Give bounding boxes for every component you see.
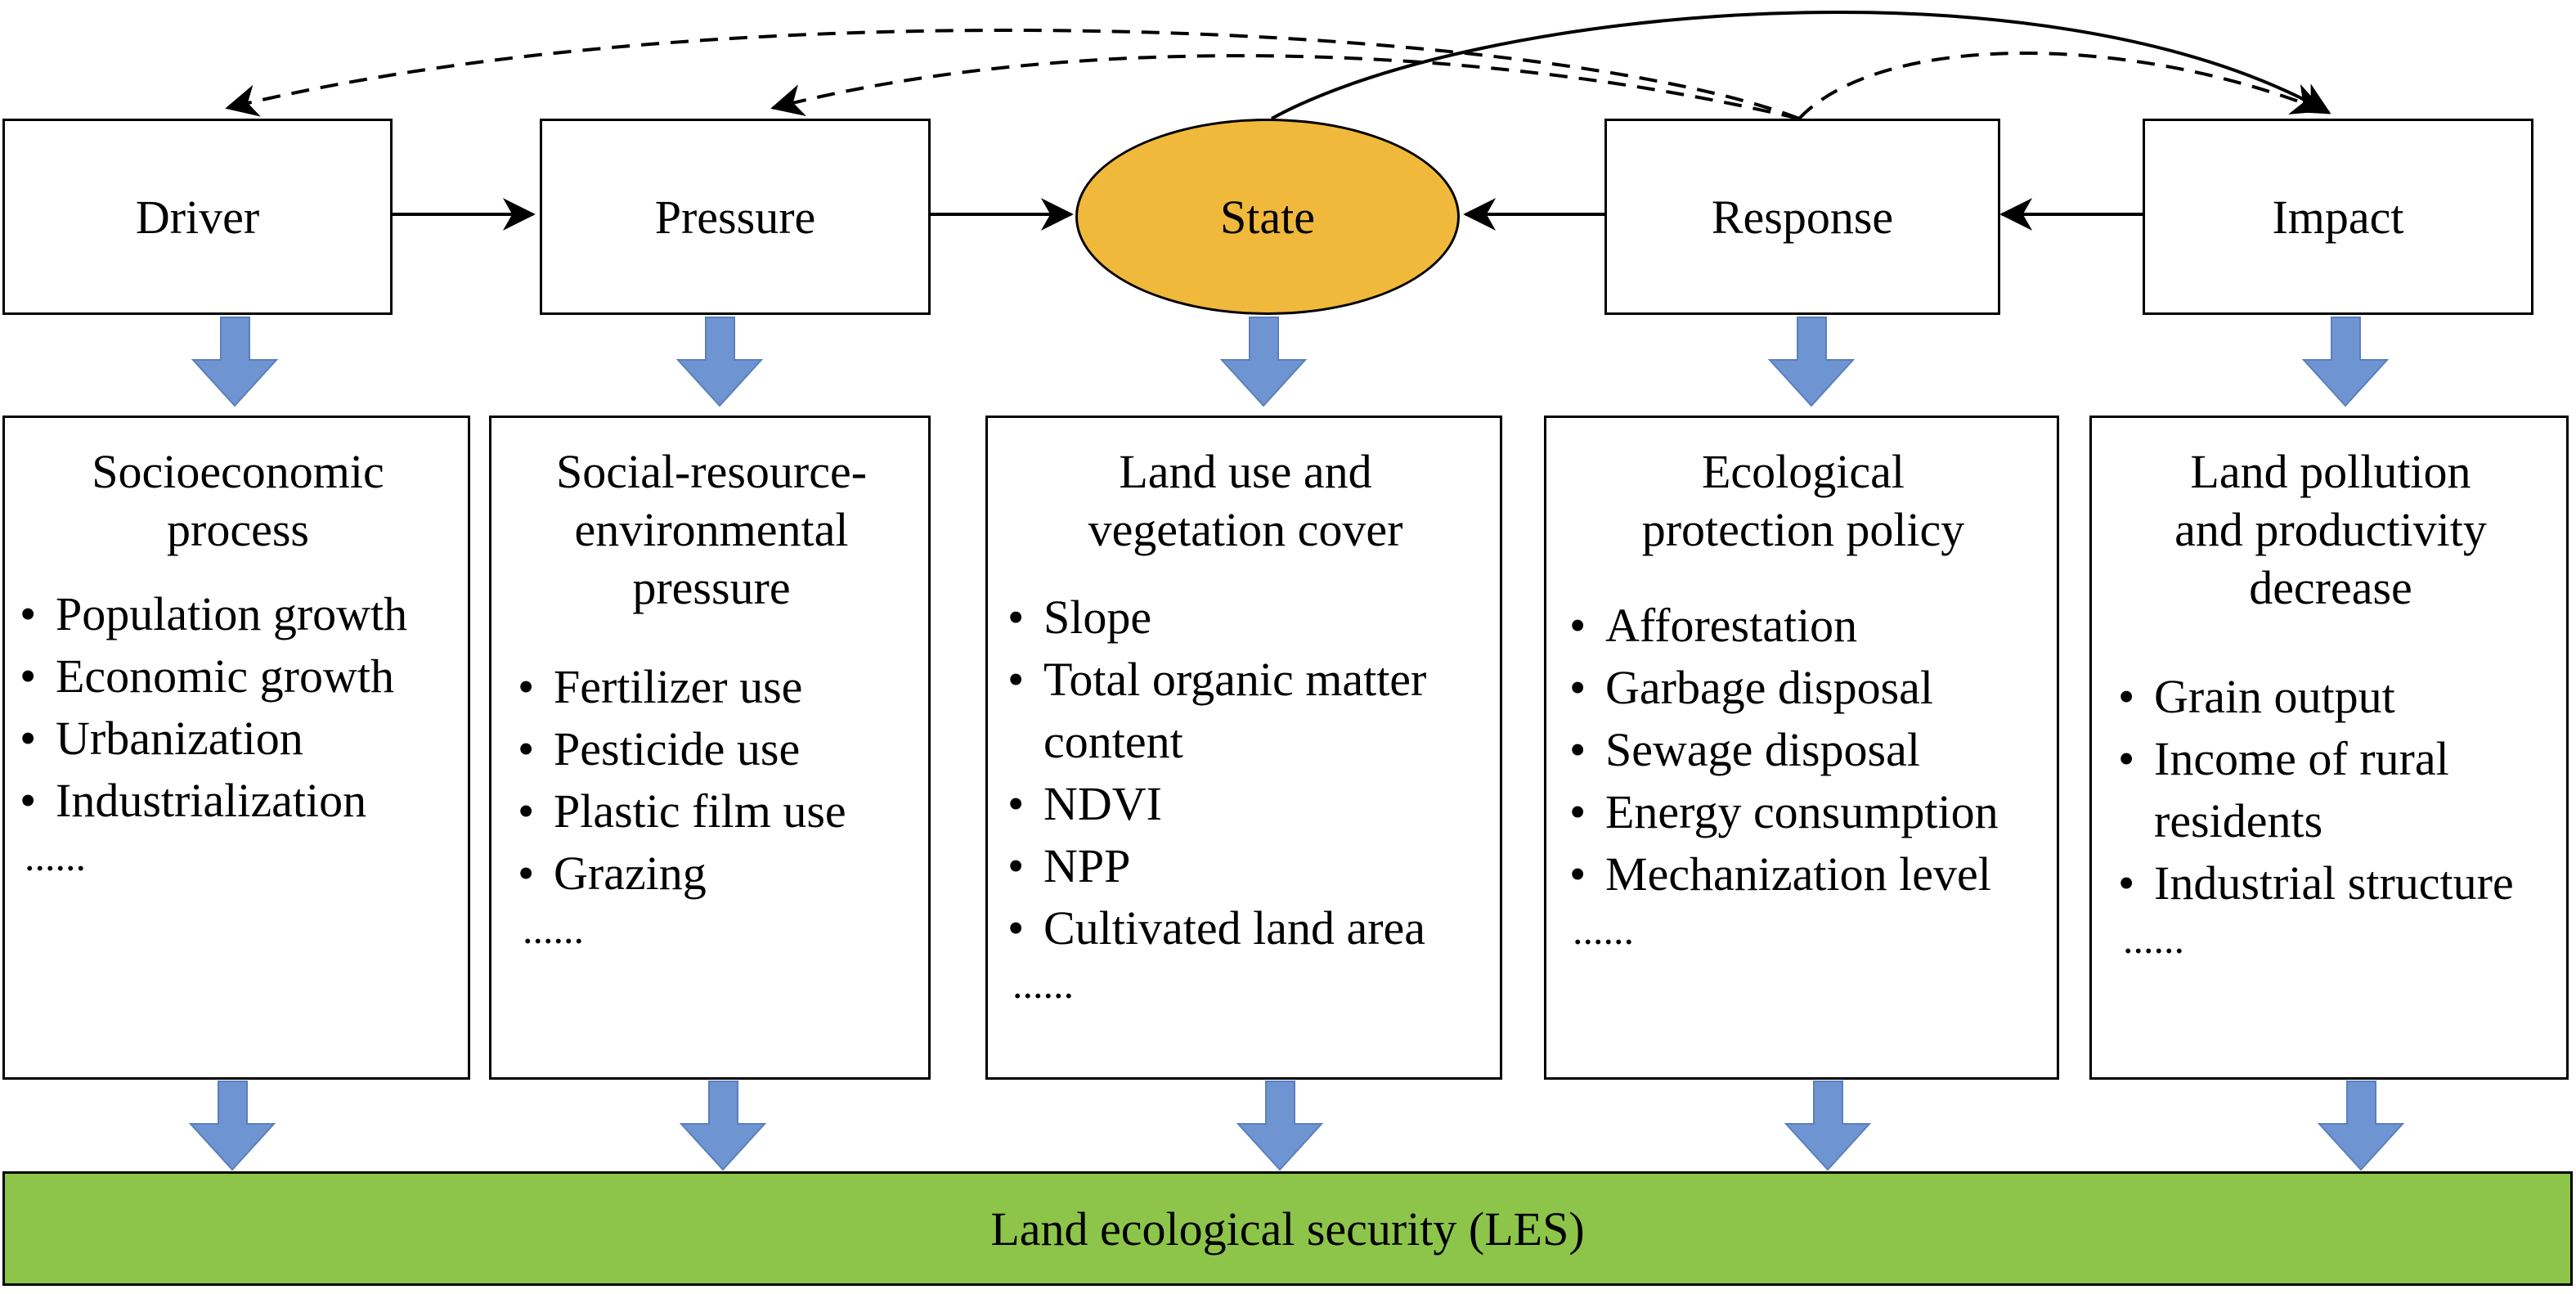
indicator-list: Afforestation Garbage disposal Sewage di… xyxy=(1558,595,2049,905)
panel-title-line: Social-resource- xyxy=(555,445,868,498)
down-arrow-state xyxy=(1219,317,1308,407)
list-item: Mechanization level xyxy=(1566,843,2049,905)
list-item: Cultivated land area xyxy=(1004,897,1492,959)
panel-title-line: Ecological xyxy=(1701,445,1905,498)
indicator-list: Slope Total organic matter content NDVI … xyxy=(999,586,1492,959)
panel-title: Land use and vegetation cover xyxy=(999,443,1492,559)
indicator-list: Fertilizer use Pesticide use Plastic fil… xyxy=(503,656,920,905)
panel-state-details: Land use and vegetation cover Slope Tota… xyxy=(985,416,1502,1080)
arrow-response-to-impact-dashed xyxy=(1797,51,2325,120)
pressure-label: Pressure xyxy=(654,190,816,244)
down-arrow-driver xyxy=(191,317,279,407)
down-arrows-lower xyxy=(188,1081,2405,1171)
panel-title-line: vegetation cover xyxy=(1088,503,1403,556)
list-item: Grazing xyxy=(514,842,920,905)
list-item: Industrialization xyxy=(16,770,460,832)
down-arrows-upper xyxy=(191,317,2390,407)
down-arrow-panel-5 xyxy=(2317,1081,2405,1171)
down-arrow-panel-4 xyxy=(1784,1081,1872,1171)
pressure-node: Pressure xyxy=(540,119,931,315)
list-item: Pesticide use xyxy=(514,718,920,780)
panel-driver-details: Socioeconomic process Population growth … xyxy=(2,416,470,1080)
list-item: Total organic matter content xyxy=(1004,649,1492,773)
impact-node: Impact xyxy=(2143,119,2533,315)
list-ellipsis: ...... xyxy=(523,906,584,952)
list-item: Plastic film use xyxy=(514,780,920,842)
impact-label: Impact xyxy=(2272,190,2404,244)
indicator-list: Grain output Income of rural residents I… xyxy=(2103,666,2558,914)
panel-response-details: Ecological protection policy Afforestati… xyxy=(1544,416,2059,1080)
panel-pressure-details: Social-resource- environmental pressure … xyxy=(489,416,931,1080)
panel-title-line: Land pollution xyxy=(2190,445,2471,498)
panel-title-line: process xyxy=(167,503,309,556)
response-label: Response xyxy=(1711,190,1894,244)
panel-title-line: decrease xyxy=(2249,561,2412,614)
list-item: Garbage disposal xyxy=(1566,657,2049,719)
panel-title: Ecological protection policy xyxy=(1558,443,2049,559)
panel-title-line: protection policy xyxy=(1641,503,1965,556)
panel-title: Socioeconomic process xyxy=(16,443,460,559)
down-arrow-panel-3 xyxy=(1236,1081,1324,1171)
down-arrow-panel-1 xyxy=(188,1081,276,1171)
panel-title-line: Socioeconomic xyxy=(92,445,384,498)
down-arrow-response xyxy=(1767,317,1856,407)
state-label: State xyxy=(1220,190,1315,244)
state-node: State xyxy=(1075,119,1460,315)
panel-title-line: environmental xyxy=(574,503,849,556)
panel-title: Land pollution and productivity decrease xyxy=(2103,443,2558,617)
arrow-state-to-impact-solid xyxy=(1271,10,2331,120)
response-node: Response xyxy=(1604,119,2000,315)
down-arrow-panel-2 xyxy=(679,1081,767,1171)
panel-title-line: Land use and xyxy=(1119,445,1372,498)
list-item: Energy consumption xyxy=(1566,781,2049,843)
list-item: Population growth xyxy=(16,583,460,645)
arrow-response-to-pressure-dashed xyxy=(770,54,1800,120)
list-item: Urbanization xyxy=(16,708,460,770)
list-ellipsis: ...... xyxy=(25,833,86,879)
list-item: Income of rural residents xyxy=(2115,728,2558,852)
list-item: Economic growth xyxy=(16,645,460,708)
list-item: Industrial structure xyxy=(2115,852,2558,914)
panel-impact-details: Land pollution and productivity decrease… xyxy=(2089,416,2569,1080)
panel-title-line: pressure xyxy=(632,561,791,614)
panel-title: Social-resource- environmental pressure xyxy=(503,443,920,617)
indicator-list: Population growth Economic growth Urbani… xyxy=(16,583,460,832)
list-ellipsis: ...... xyxy=(1573,907,1634,953)
list-ellipsis: ...... xyxy=(2123,916,2184,962)
les-label: Land ecological security (LES) xyxy=(990,1202,1585,1256)
list-item: Afforestation xyxy=(1566,595,2049,657)
down-arrow-impact xyxy=(2301,317,2390,407)
arrow-response-to-driver-dashed xyxy=(225,29,1800,120)
list-item: Slope xyxy=(1004,586,1492,649)
panel-title-line: and productivity xyxy=(2174,503,2487,556)
list-item: Fertilizer use xyxy=(514,656,920,718)
driver-label: Driver xyxy=(135,190,260,244)
list-item: NPP xyxy=(1004,835,1492,897)
list-item: Grain output xyxy=(2115,666,2558,728)
les-bar: Land ecological security (LES) xyxy=(2,1171,2573,1286)
list-item: Sewage disposal xyxy=(1566,719,2049,781)
list-ellipsis: ...... xyxy=(1012,961,1074,1007)
driver-node: Driver xyxy=(2,119,393,315)
list-item: NDVI xyxy=(1004,773,1492,835)
down-arrow-pressure xyxy=(675,317,764,407)
